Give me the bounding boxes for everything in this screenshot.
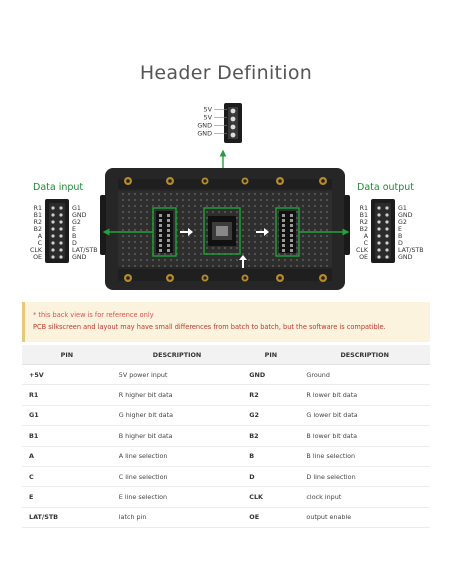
data-input-connector [45,199,69,263]
input-pin-label: R1 [34,205,42,212]
input-pin-label: D [72,240,77,247]
board-input-header [152,207,177,257]
description-cell: B line selection [299,446,430,467]
table-row: C C line selection D D line selection [22,466,430,488]
input-pin-label: A [38,233,43,240]
output-pin-label: LAT/STB [398,247,424,254]
output-pin-label: B1 [360,212,368,219]
output-pin-label: B [398,233,402,240]
reference-note: * this back view is for reference only P… [22,302,430,342]
column-header: PIN [242,345,300,365]
note-line-1: * this back view is for reference only [33,311,154,319]
input-pin-label: R2 [34,219,42,226]
pin-cell: D [242,466,300,488]
column-header: DESCRIPTION [299,345,430,365]
pin-cell: G1 [22,405,112,427]
table-row: E E line selection CLK clock input [22,486,430,508]
description-cell: clock input [299,486,430,508]
table-header-row: PIN DESCRIPTION PIN DESCRIPTION [22,345,430,365]
description-cell: Ground [299,364,430,386]
power-pin-label: GND [197,122,212,130]
output-pin-label: R1 [360,205,368,212]
pin-cell: CLK [242,486,300,508]
power-pin-label: 5V [204,114,213,122]
board-power-socket [203,207,241,255]
input-pin-label: E [72,226,76,233]
input-pin-label: B [72,233,76,240]
page-title: Header Definition [139,62,313,84]
output-pin-label: D [398,240,403,247]
pin-cell: B [242,446,300,467]
description-cell: R higher bit data [111,384,243,406]
table-row: R1 R higher bit data R2 R lower bit data [22,384,430,406]
power-pin-label: GND [197,130,212,138]
input-pin-label: OE [33,254,42,261]
pin-cell: E [22,486,112,508]
description-cell: G lower bit data [299,405,430,427]
description-cell: R lower bit data [299,384,430,406]
output-pin-label: E [398,226,402,233]
description-cell: B lower bit data [299,425,430,447]
description-cell: output enable [299,507,430,529]
description-cell: 5V power input [111,364,243,386]
description-cell: E line selection [111,486,243,508]
input-pin-label: C [38,240,43,247]
pin-cell: C [22,466,112,488]
output-pin-label: B2 [360,226,368,233]
pin-cell: LAT/STB [22,507,112,529]
data-input-label: Data input [33,182,83,193]
output-pin-label: G2 [398,219,407,226]
input-pin-label: LAT/STB [72,247,98,254]
board-direction-arrows [180,228,269,268]
power-pin-label: 5V [204,106,213,114]
input-pin-label: GND [72,212,87,219]
input-pin-label: B1 [34,212,42,219]
pin-cell: GND [242,364,300,386]
pin-cell: R2 [242,384,300,406]
data-output-label: Data output [357,182,414,193]
pin-cell: +5V [22,364,112,386]
input-pin-label: B2 [34,226,42,233]
power-connector: 5V 5V GND GND [197,103,242,143]
header-diagram: 5V 5V GND GND [30,103,424,290]
output-pin-label: C [364,240,369,247]
output-pin-label: GND [398,254,413,261]
pin-cell: OE [242,507,300,529]
output-pin-label: A [364,233,369,240]
output-pin-label: R2 [360,219,368,226]
input-pin-label: GND [72,254,87,261]
output-pin-label: GND [398,212,413,219]
pin-cell: R1 [22,384,112,406]
description-cell: C line selection [111,466,243,488]
table-row: A A line selection B B line selection [22,446,430,467]
pin-definition-table: PIN DESCRIPTION PIN DESCRIPTION +5V 5V p… [22,345,430,529]
board-output-header [275,207,300,257]
pin-cell: B1 [22,425,112,447]
input-pin-label: G2 [72,219,81,226]
data-output-connector [371,199,395,263]
table-row: LAT/STB latch pin OE output enable [22,507,430,529]
input-pin-label: G1 [72,205,81,212]
column-header: DESCRIPTION [111,345,243,365]
description-cell: G higher bit data [111,405,243,427]
table-row: G1 G higher bit data G2 G lower bit data [22,405,430,427]
table-row: B1 B higher bit data B2 B lower bit data [22,425,430,447]
output-pin-label: CLK [356,247,369,254]
description-cell: B higher bit data [111,425,243,447]
input-pin-label: CLK [30,247,43,254]
description-cell: D line selection [299,466,430,488]
table-row: +5V 5V power input GND Ground [22,364,430,386]
output-pin-label: OE [359,254,368,261]
description-cell: A line selection [111,446,243,467]
note-line-2: PCB silkscreen and layout may have small… [33,323,386,331]
output-pin-label: G1 [398,205,407,212]
pin-cell: A [22,446,112,467]
pin-cell: G2 [242,405,300,427]
column-header: PIN [22,345,112,365]
pin-cell: B2 [242,425,300,447]
description-cell: latch pin [111,507,243,529]
